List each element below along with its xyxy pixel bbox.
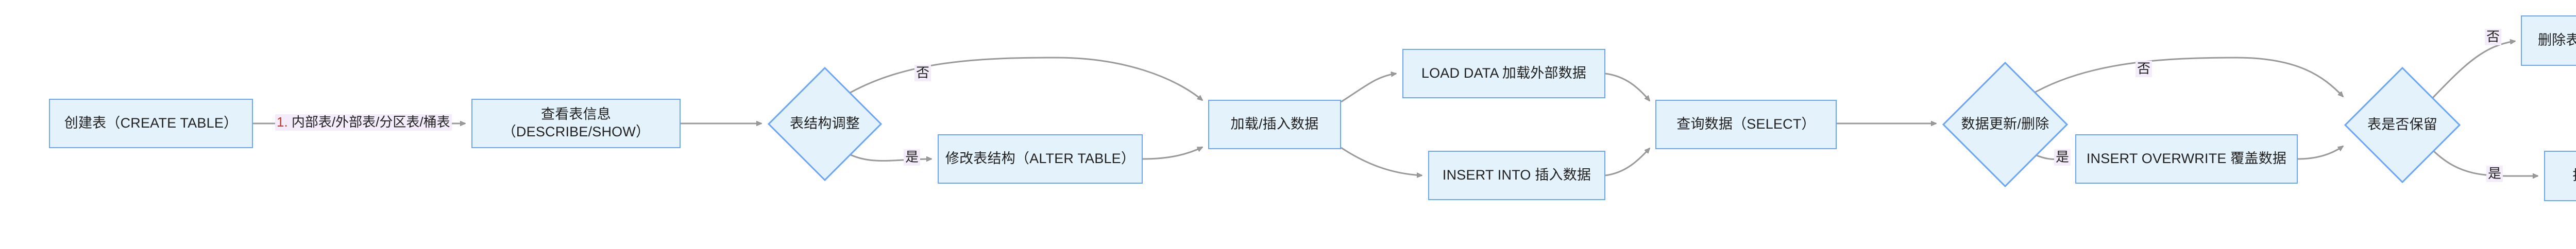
node-create-table[interactable]: 创建表（CREATE TABLE）	[49, 99, 253, 148]
node-drop-table[interactable]: 删除表（DROP TABLE）	[2521, 15, 2576, 66]
node-label: 表结构调整	[790, 116, 860, 132]
node-label: LOAD DATA 加载外部数据	[1421, 65, 1587, 81]
node-label: 持续查询/维护	[2573, 167, 2576, 185]
edge-update-no-to-keep	[2029, 57, 2343, 97]
node-label: 加载/插入数据	[1230, 116, 1319, 132]
node-maintain-query[interactable]: 持续查询/维护	[2544, 151, 2576, 201]
edge-load-to-loaddata	[1341, 74, 1396, 103]
node-label: 创建表（CREATE TABLE）	[64, 115, 238, 131]
edge-label-text: 是	[905, 149, 919, 165]
node-insert-overwrite[interactable]: INSERT OVERWRITE 覆盖数据	[2075, 134, 2298, 184]
node-label: INSERT OVERWRITE 覆盖数据	[2086, 151, 2287, 167]
edge-label-update-no: 否	[2136, 61, 2153, 77]
edge-label-text: 是	[2488, 166, 2502, 181]
edge-schema-no-to-load	[847, 57, 1202, 101]
edge-label-text: 否	[2137, 61, 2151, 76]
diamond-shape	[1942, 62, 2068, 187]
edge-overwrite-to-keep	[2297, 145, 2343, 160]
node-label: 修改表结构（ALTER TABLE）	[945, 151, 1136, 167]
diamond-shape	[2344, 67, 2461, 183]
node-label: 删除表（DROP TABLE）	[2537, 32, 2576, 48]
node-select-data[interactable]: 查询数据（SELECT）	[1655, 100, 1837, 149]
node-alter-table[interactable]: 修改表结构（ALTER TABLE）	[938, 134, 1143, 184]
edge-alter-to-load	[1142, 146, 1202, 160]
edge-label-number: 1.	[277, 114, 288, 130]
node-label: 查询数据（SELECT）	[1676, 116, 1816, 132]
edge-label-text: 否	[916, 65, 930, 80]
edge-load-to-insertinto	[1341, 147, 1422, 175]
edge-label-keep-no: 否	[2485, 29, 2502, 45]
diamond-shape	[768, 67, 882, 181]
edge-loaddata-to-select	[1605, 73, 1651, 101]
edge-insertinto-to-select	[1605, 148, 1650, 176]
node-load-data[interactable]: LOAD DATA 加载外部数据	[1402, 49, 1605, 98]
node-label: 查看表信息（DESCRIBE/SHOW）	[502, 106, 650, 139]
edge-label-table-types: 1. 内部表/外部表/分区表/桶表	[275, 114, 452, 131]
edge-label-text: 否	[2486, 29, 2500, 44]
edge-label-text: 内部表/外部表/分区表/桶表	[287, 114, 450, 130]
node-load-insert-data[interactable]: 加载/插入数据	[1208, 100, 1341, 149]
edge-label-keep-yes: 是	[2486, 166, 2503, 182]
edge-label-schema-no: 否	[914, 65, 931, 81]
edge-label-schema-yes: 是	[904, 149, 921, 166]
node-update-delete[interactable]: 数据更新/删除	[1942, 62, 2068, 187]
node-schema-change[interactable]: 表结构调整	[768, 67, 882, 181]
node-label: 表是否保留	[2367, 117, 2437, 133]
node-keep-table[interactable]: 表是否保留	[2344, 67, 2461, 183]
edge-label-text: 是	[2056, 149, 2070, 165]
node-label: INSERT INTO 插入数据	[1442, 167, 1591, 183]
edge-label-update-yes: 是	[2054, 149, 2071, 166]
node-insert-into[interactable]: INSERT INTO 插入数据	[1428, 151, 1605, 200]
node-describe-show[interactable]: 查看表信息（DESCRIBE/SHOW）	[471, 99, 681, 148]
node-label: 数据更新/删除	[1961, 116, 2049, 132]
